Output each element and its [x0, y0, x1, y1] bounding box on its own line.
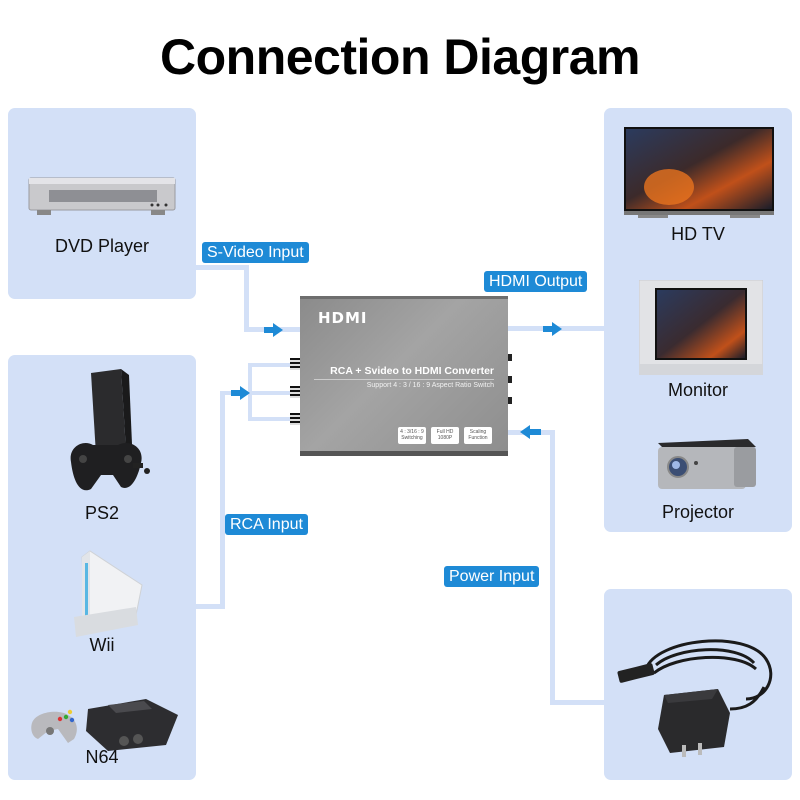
converter-name: RCA + Svideo to HDMI Converter	[314, 365, 494, 380]
feature-line1: Scaling	[469, 429, 487, 435]
hdtv-label: HD TV	[671, 224, 725, 244]
converter-subtitle: Support 4 : 3 / 16 : 9 Aspect Ratio Swit…	[366, 382, 494, 389]
ps2-console-icon	[63, 367, 163, 502]
rca-arrow-shaft	[231, 390, 241, 396]
hdmi-arrow-icon	[552, 322, 562, 336]
svideo-input-tag: S-Video Input	[202, 242, 309, 263]
feature-chip-fullhd: Full HD 1080P	[431, 427, 459, 444]
feature-line2: Function	[468, 435, 488, 441]
power-adapter-icon	[616, 629, 786, 759]
n64-label: N64	[85, 747, 119, 767]
dvd-player-label: DVD Player	[54, 236, 150, 256]
hdmi-arrow-shaft	[543, 326, 553, 332]
hdmi-output-tag: HDMI Output	[484, 271, 588, 292]
feature-chip-aspect: 4 : 3/16 : 9 Switching	[398, 427, 426, 444]
converter-device: HDMI RCA + Svideo to HDMI Converter Supp…	[300, 296, 508, 456]
power-arrow-icon	[520, 425, 530, 439]
wii-label: Wii	[89, 635, 115, 655]
feature-chip-scaling: Scaling Function	[464, 427, 492, 444]
power-arrow-shaft	[529, 429, 541, 435]
svideo-line-v	[244, 265, 249, 332]
hdtv-icon	[624, 127, 774, 219]
rca-fork-bottom	[248, 417, 292, 421]
feature-line2: 1080P	[437, 435, 453, 441]
ps2-label: PS2	[84, 503, 120, 523]
rca-jack-2	[290, 386, 301, 398]
feature-line2: Switching	[401, 435, 423, 441]
dvd-player-icon	[27, 174, 177, 218]
page-title: Connection Diagram	[160, 29, 640, 85]
feature-line1: Full HD	[436, 429, 454, 435]
rca-arrow-icon	[240, 386, 250, 400]
svideo-line-h1	[196, 265, 246, 270]
n64-console-icon	[28, 695, 183, 753]
rca-line-mid	[220, 391, 292, 395]
rca-line-bottom	[196, 604, 224, 609]
wii-console-icon	[66, 545, 146, 640]
monitor-icon	[638, 279, 764, 376]
svideo-arrow-icon	[273, 323, 283, 337]
power-input-tag: Power Input	[444, 566, 540, 587]
hdmi-output-panel: HD TV Monitor Projector	[604, 108, 792, 532]
rca-input-tag: RCA Input	[225, 514, 308, 535]
svideo-arrow-shaft	[264, 327, 274, 333]
side-button-1	[508, 354, 512, 361]
rca-fork-v	[248, 363, 252, 421]
side-button-2	[508, 376, 512, 383]
rca-line-v	[220, 391, 225, 609]
power-panel	[604, 589, 792, 780]
power-line-v	[550, 430, 555, 705]
monitor-label: Monitor	[667, 380, 729, 400]
hdmi-logo: HDMI	[318, 309, 368, 327]
rca-source-panel: PS2 Wii N64	[8, 355, 196, 780]
rca-fork-top	[248, 363, 292, 367]
projector-icon	[654, 433, 759, 493]
feature-line1: 4 : 3/16 : 9	[400, 429, 424, 435]
rca-jack-3	[290, 413, 301, 425]
power-line-bottom	[550, 700, 604, 705]
projector-label: Projector	[661, 502, 735, 522]
rca-jack-1	[290, 358, 301, 370]
svideo-source-panel: DVD Player	[8, 108, 196, 299]
side-button-3	[508, 397, 512, 404]
